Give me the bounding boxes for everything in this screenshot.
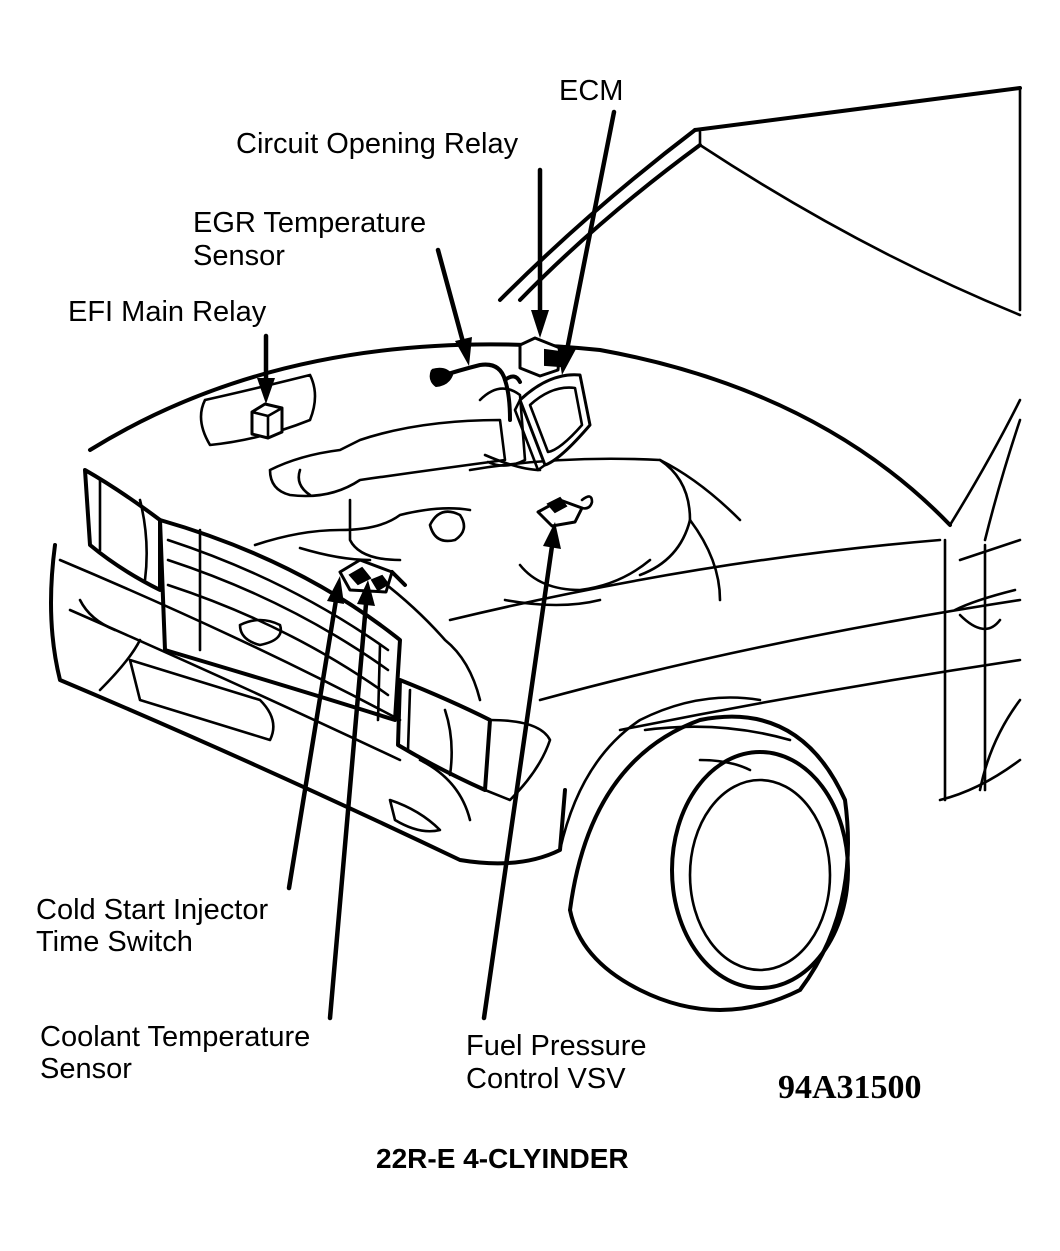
- ecm-part: [513, 373, 592, 472]
- cold-start-switch-leader: [286, 576, 344, 891]
- label-egr-temperature-line2: Sensor: [193, 240, 285, 272]
- fender: [88, 342, 1022, 802]
- front-bumper: [49, 543, 567, 866]
- figure-caption: 22R-E 4-CLYINDER: [376, 1143, 629, 1174]
- label-coolant-temperature-line2: Sensor: [40, 1053, 132, 1085]
- headlight-right: [396, 678, 552, 802]
- efi-main-relay-leader: [257, 333, 275, 404]
- label-cold-start-line2: Time Switch: [36, 926, 193, 958]
- efi-main-relay-part: [250, 402, 284, 440]
- circuit-opening-relay-part: [518, 336, 562, 378]
- headlight-left: [83, 468, 162, 592]
- engine-bay: [199, 373, 742, 702]
- egr-temperature-sensor-leader: [435, 247, 472, 366]
- figure-code: 94A31500: [778, 1069, 922, 1106]
- label-efi-main-relay: EFI Main Relay: [68, 296, 267, 328]
- hood-panel: [498, 86, 1022, 317]
- ecm-leader: [557, 109, 617, 375]
- label-egr-temperature-line1: EGR Temperature: [193, 207, 426, 239]
- label-coolant-temperature-line1: Coolant Temperature: [40, 1021, 310, 1053]
- circuit-opening-relay-leader: [531, 167, 549, 338]
- label-fuel-pressure-line2: Control VSV: [466, 1063, 626, 1095]
- leader-lines: [257, 109, 617, 1021]
- fuel-pressure-vsv-part: [536, 495, 594, 528]
- front-tire: [558, 696, 850, 1012]
- labels: ECM Circuit Opening Relay EGR Temperatur…: [36, 75, 922, 1174]
- truck-illustration: [49, 86, 1022, 1012]
- components: [250, 336, 594, 594]
- label-ecm: ECM: [559, 75, 623, 107]
- fuel-pressure-vsv-leader: [481, 522, 561, 1021]
- label-cold-start-line1: Cold Start Injector: [36, 894, 268, 926]
- label-fuel-pressure-line1: Fuel Pressure: [466, 1030, 647, 1062]
- egr-temperature-sensor-part: [429, 362, 522, 422]
- coolant-temperature-sensor-leader: [327, 580, 375, 1021]
- windshield: [948, 398, 1022, 542]
- coolant-sensor-cluster-part: [338, 558, 407, 594]
- label-circuit-opening-relay: Circuit Opening Relay: [236, 128, 519, 160]
